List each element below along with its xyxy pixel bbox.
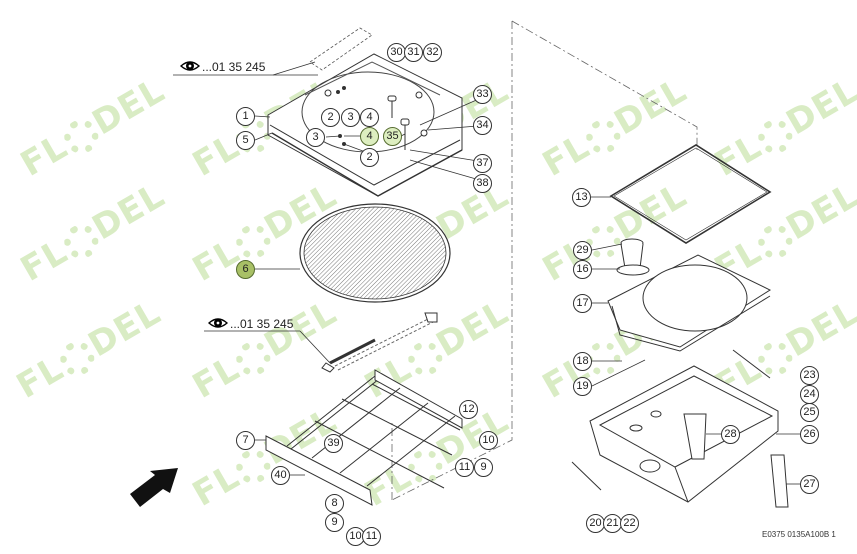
rods (571, 349, 771, 491)
frame (265, 369, 463, 506)
part-callout-32[interactable]: 32 (423, 43, 442, 62)
part-callout-11[interactable]: 11 (455, 458, 474, 477)
part-callout-20[interactable]: 20 (586, 514, 605, 533)
reference-part-number: ...01 35 245 (202, 60, 266, 74)
part-callout-17[interactable]: 17 (573, 294, 592, 313)
part-callout-19[interactable]: 19 (573, 377, 592, 396)
slide-rail (321, 312, 438, 373)
tub (589, 365, 779, 503)
part-callout-2[interactable]: 2 (360, 148, 379, 167)
part-callout-16[interactable]: 16 (573, 260, 592, 279)
part-callout-38[interactable]: 38 (473, 174, 492, 193)
part-callout-22[interactable]: 22 (620, 514, 639, 533)
part-callout-9[interactable]: 9 (474, 458, 493, 477)
part-callout-27[interactable]: 27 (800, 475, 819, 494)
part-callout-3[interactable]: 3 (306, 128, 325, 147)
reference-label: ...01 35 245 (180, 60, 265, 74)
hose (309, 27, 373, 71)
tray (607, 254, 772, 352)
side-bracket (770, 454, 789, 508)
bracket (683, 413, 707, 460)
direction-arrow (130, 468, 178, 507)
part-callout-29[interactable]: 29 (573, 241, 592, 260)
part-callout-13[interactable]: 13 (572, 188, 591, 207)
part-callout-8[interactable]: 8 (325, 494, 344, 513)
drawing-code: E0375 0135A100B 1 (762, 530, 836, 539)
part-callout-9[interactable]: 9 (325, 513, 344, 532)
eye-icon (208, 318, 228, 328)
part-callout-18[interactable]: 18 (573, 352, 592, 371)
eye-icon (180, 61, 200, 71)
part-callout-4[interactable]: 4 (360, 108, 379, 127)
part-callout-7[interactable]: 7 (236, 431, 255, 450)
reference-part-number: ...01 35 245 (230, 317, 294, 331)
part-callout-11[interactable]: 11 (362, 527, 381, 546)
part-callout-10[interactable]: 10 (479, 431, 498, 450)
assembly-boundary (391, 20, 698, 501)
funnel (616, 238, 650, 276)
mesh-filter (299, 203, 451, 303)
part-callout-1[interactable]: 1 (236, 107, 255, 126)
part-callout-21[interactable]: 21 (603, 514, 622, 533)
part-callout-24[interactable]: 24 (800, 385, 819, 404)
part-callout-26[interactable]: 26 (800, 425, 819, 444)
part-callout-4[interactable]: 4 (360, 127, 379, 146)
reference-label: ...01 35 245 (208, 317, 293, 331)
part-callout-5[interactable]: 5 (236, 131, 255, 150)
part-callout-28[interactable]: 28 (721, 425, 740, 444)
part-callout-35[interactable]: 35 (383, 127, 402, 146)
part-callout-25[interactable]: 25 (800, 403, 819, 422)
part-callout-40[interactable]: 40 (271, 466, 290, 485)
part-callout-2[interactable]: 2 (321, 108, 340, 127)
part-callout-3[interactable]: 3 (341, 108, 360, 127)
part-callout-12[interactable]: 12 (459, 400, 478, 419)
gasket (609, 144, 772, 244)
part-callout-23[interactable]: 23 (800, 366, 819, 385)
part-callout-37[interactable]: 37 (473, 154, 492, 173)
lid-fasteners (324, 86, 428, 150)
part-callout-34[interactable]: 34 (473, 116, 492, 135)
part-callout-31[interactable]: 31 (404, 43, 423, 62)
part-callout-6[interactable]: 6 (236, 260, 255, 279)
part-callout-33[interactable]: 33 (473, 85, 492, 104)
part-callout-39[interactable]: 39 (324, 434, 343, 453)
